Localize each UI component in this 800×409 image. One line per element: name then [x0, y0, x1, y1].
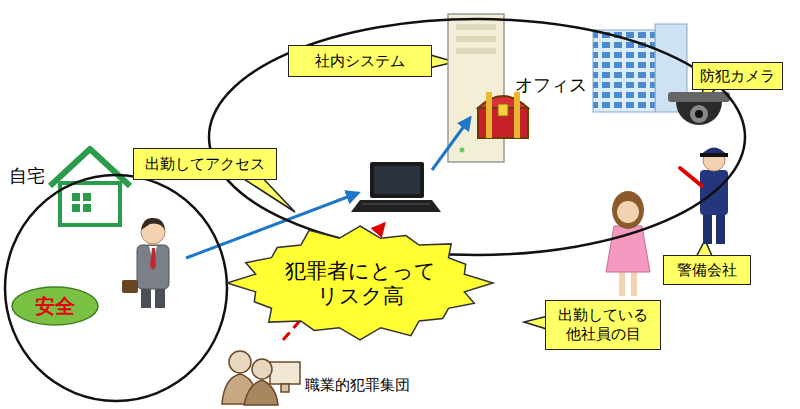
- group-label: 職業的犯罪集団: [305, 376, 410, 395]
- house-icon: [50, 149, 130, 225]
- businessman-figure: [122, 218, 169, 308]
- region-label: 自宅: [9, 166, 45, 188]
- region-ellipse: オフィス: [205, 15, 750, 260]
- status-oval: 安全: [11, 286, 99, 326]
- callout-box: 社内システム: [288, 45, 432, 77]
- security-camera: [668, 92, 730, 125]
- criminal-group: [222, 351, 300, 405]
- treasure-chest: [478, 92, 528, 138]
- node-text: 犯罪者にとって リスク高: [280, 258, 440, 308]
- laptop-icon: [351, 162, 441, 212]
- ellipse-outline: [205, 15, 750, 260]
- access-arrow: [432, 118, 470, 170]
- node-text: 出勤している 他社員の目: [553, 306, 653, 344]
- region-label: オフィス: [515, 75, 587, 97]
- callout-box: 出勤してアクセス: [133, 148, 277, 180]
- burst-fill: [227, 226, 493, 340]
- callout-box: 警備会社: [663, 255, 751, 285]
- ellipse-outline: [3, 160, 231, 403]
- office-worker: [606, 191, 650, 296]
- region-outline: [209, 19, 745, 255]
- region-ellipse: 自宅安全: [3, 160, 231, 403]
- callout-box: 出勤している 他社員の目: [545, 300, 661, 350]
- oval-fill: [12, 287, 98, 325]
- server-tower: [448, 14, 504, 162]
- node-text: 防犯カメラ: [700, 67, 775, 86]
- burst-shape: 犯罪者にとって リスク高: [225, 224, 495, 342]
- node-text: 出勤してアクセス: [145, 155, 265, 174]
- region-outline: [5, 175, 227, 401]
- node-text: 社内システム: [315, 52, 405, 71]
- node-text: 安全: [35, 294, 75, 318]
- callout-box: 防犯カメラ: [692, 62, 783, 90]
- burst-outline: [225, 224, 495, 342]
- security-guard: [680, 148, 728, 245]
- node-text: 警備会社: [677, 261, 737, 280]
